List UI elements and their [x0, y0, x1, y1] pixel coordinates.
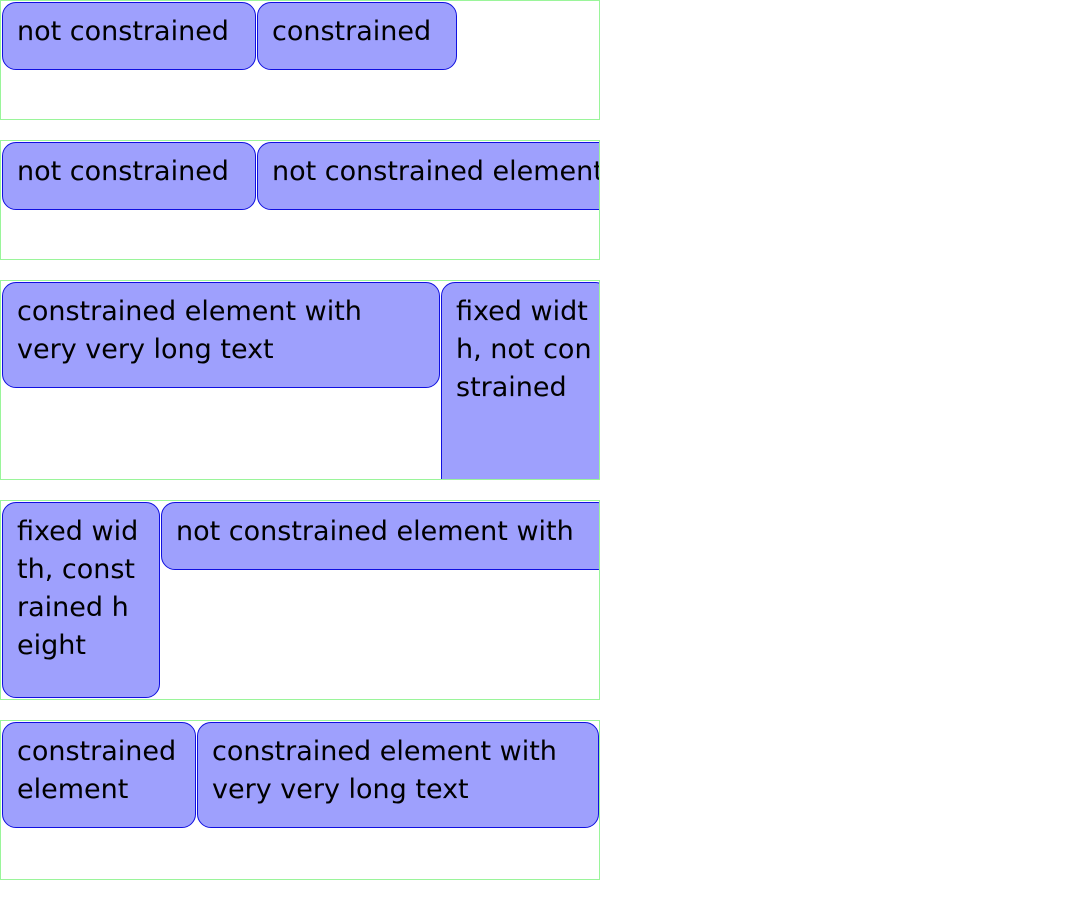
fixed-width-constrained-height-box: fixed width, constrained height	[2, 502, 160, 698]
constrained-long-text-box: constrained element with very very long …	[2, 282, 440, 388]
not-constrained-box: not constrained	[2, 142, 256, 210]
layout-row-3: constrained element with very very long …	[0, 280, 600, 480]
constrained-box: constrained	[257, 2, 457, 70]
constrained-element-box: constrained element	[2, 722, 196, 828]
layout-row-1: not constrained constrained	[0, 0, 600, 120]
not-constrained-box: not constrained	[2, 2, 256, 70]
layout-row-4: fixed width, constrained height not cons…	[0, 500, 600, 700]
constrained-long-text-box: constrained element with very very long …	[197, 722, 599, 828]
layout-row-2: not constrained not constrained element	[0, 140, 600, 260]
not-constrained-overflow-box: not constrained element	[257, 142, 599, 210]
layout-row-5: constrained element constrained element …	[0, 720, 600, 880]
fixed-width-not-constrained-box: fixed width, not constrained	[441, 282, 599, 479]
not-constrained-overflow-box: not constrained element with	[161, 502, 599, 570]
